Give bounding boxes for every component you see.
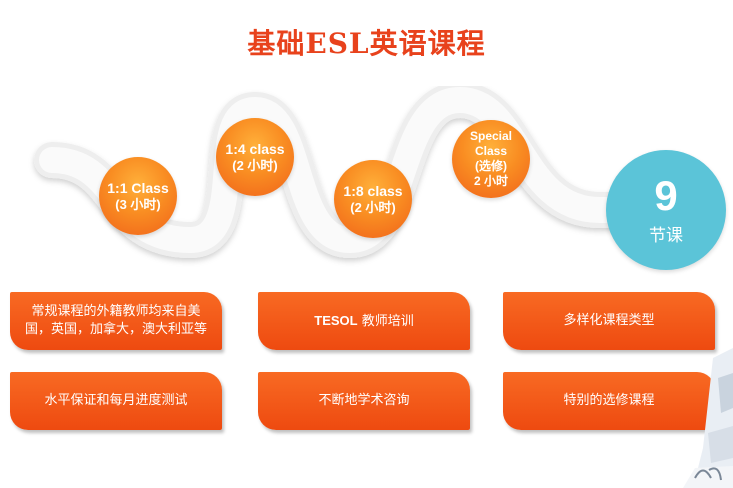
class-hours: 2 小时 — [473, 174, 508, 188]
class-elective: (选修) — [475, 159, 507, 173]
total-unit: 节课 — [649, 225, 683, 246]
feature-text: 多样化课程类型 — [563, 313, 655, 329]
feature-strong: TESOL — [314, 312, 358, 328]
class-circle-1to1: 1:1 Class (3 小时) — [99, 157, 177, 235]
class-hours: (2 小时) — [232, 157, 278, 173]
total-lessons-circle: 9 节课 — [606, 150, 726, 270]
class-circle-special: Special Class (选修) 2 小时 — [452, 120, 530, 198]
page-title: 基础ESL英语课程 — [247, 27, 486, 60]
class-circle-1to4: 1:4 class (2 小时) — [216, 118, 294, 196]
class-name: 1:4 class — [225, 140, 285, 157]
class-hours: (3 小时) — [115, 196, 161, 212]
feature-text: 常规课程的外籍教师均来自美国，英国，加拿大，澳大利亚等 — [24, 304, 207, 337]
class-name-2: Class — [474, 144, 508, 158]
corner-decoration-image — [683, 348, 733, 488]
feature-text: 教师培训 — [357, 313, 414, 329]
feature-text: 水平保证和每月进度测试 — [44, 393, 188, 409]
feature-box-teachers: 常规课程的外籍教师均来自美国，英国，加拿大，澳大利亚等 — [10, 292, 222, 350]
feature-box-electives: 特别的选修课程 — [503, 372, 715, 430]
feature-box-testing: 水平保证和每月进度测试 — [10, 372, 222, 430]
feature-box-tesol: TESOL 教师培训 — [258, 292, 470, 350]
feature-box-consulting: 不断地学术咨询 — [258, 372, 470, 430]
curved-path-ribbon — [34, 81, 633, 259]
class-name: 1:8 class — [343, 182, 403, 199]
class-hours: (2 小时) — [350, 199, 396, 215]
feature-box-variety: 多样化课程类型 — [503, 292, 715, 350]
feature-text: 不断地学术咨询 — [318, 393, 410, 409]
class-name: 1:1 Class — [107, 179, 169, 196]
class-circle-1to8: 1:8 class (2 小时) — [334, 160, 412, 238]
class-name: Special — [469, 129, 513, 143]
total-number: 9 — [654, 171, 678, 219]
feature-text: 特别的选修课程 — [563, 393, 655, 409]
